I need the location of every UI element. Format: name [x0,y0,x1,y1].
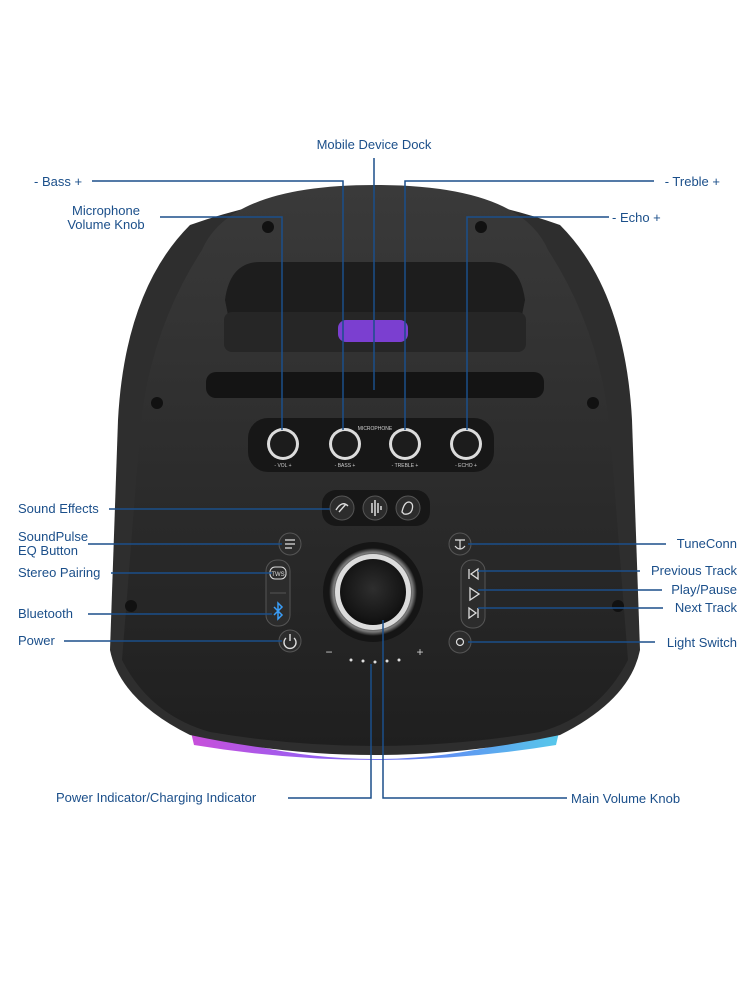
callout-lines [64,158,666,799]
microphone-text-line2: Volume Knob [67,217,145,232]
sound-effects-text: Sound Effects [18,501,99,516]
mobile-device-dock-text: Mobile Device Dock [316,137,432,152]
power-button[interactable] [278,629,302,653]
play-pause-text: Play/Pause [671,582,737,597]
sound-effect-button-2[interactable] [362,495,388,521]
leader-main-volume [382,620,567,799]
leader-microphone [160,216,283,430]
main-volume-knob[interactable] [323,542,423,642]
echo-knob[interactable] [450,428,482,460]
label-treble: - Treble + [620,175,720,189]
light-switch-button[interactable] [448,630,472,654]
soundpulse-text-line1: SoundPulse [18,529,89,544]
screw [475,221,487,233]
screw [587,397,599,409]
previous-track-text: Previous Track [651,563,737,578]
power-indicator-text: Power Indicator/Charging Indicator [56,790,257,805]
tws-icon-text: TWS [271,572,284,578]
dock-slot [206,372,544,398]
bluetooth-button[interactable] [273,601,284,621]
knob-group-label: MICROPHONE [358,426,393,432]
tuneconn-text: TuneConn [676,536,737,551]
knob-treble-label: - TREBLE + [392,463,419,469]
indicator-led [361,659,365,663]
waveform-icon [371,500,382,516]
knob-echo-label: - ECHO + [455,463,477,469]
label-main-volume-knob: Main Volume Knob [571,792,680,806]
echo-text: - Echo + [612,210,661,225]
main-volume-text: Main Volume Knob [571,791,681,806]
bluetooth-text: Bluetooth [18,606,73,621]
label-play-pause: Play/Pause [620,583,737,597]
treble-knob[interactable] [389,428,421,460]
next-track-icon [468,606,479,620]
playback-panel [460,559,486,629]
knob-panel [248,418,494,472]
volume-plus-label: + [416,645,423,659]
screw [125,600,137,612]
light-switch-text: Light Switch [666,635,737,650]
power-indicator-leds [349,658,401,664]
label-tuneconn: TuneConn [620,537,737,551]
label-power: Power [18,634,55,648]
label-stereo-pairing: Stereo Pairing [18,566,100,580]
screw [151,397,163,409]
microphone-text-line1: Microphone [72,203,140,218]
previous-track-icon [468,567,479,581]
indicator-led [397,658,401,662]
dock-glow-indicator [338,320,408,342]
bluetooth-icon [273,601,284,621]
leader-echo [466,216,609,430]
volume-minus-label: − [325,645,332,659]
tuneconn-icon [454,539,466,550]
label-microphone-volume-knob: Microphone Volume Knob [56,204,156,232]
stereo-pairing-text: Stereo Pairing [18,565,101,580]
mobile-device-dock [225,262,525,315]
treble-text: - Treble + [664,174,720,189]
previous-track-button[interactable] [468,567,479,581]
light-icon [455,637,465,647]
indicator-led [385,659,389,663]
label-soundpulse-eq-button: SoundPulse EQ Button [18,530,88,558]
sound-effect-button-3[interactable] [395,495,421,521]
led-light-strip [190,728,560,760]
play-icon [469,586,481,602]
soundpulse-eq-button[interactable] [278,532,302,556]
knob-bass-label: - BASS + [335,463,356,469]
indicator-led [349,658,353,662]
clap-icon [401,501,414,515]
sound-effect-button-1[interactable] [329,495,355,521]
label-power-indicator: Power Indicator/Charging Indicator [56,791,256,805]
sound-effect-icon [335,503,349,513]
label-light-switch: Light Switch [620,636,737,650]
next-track-text: Next Track [674,600,737,615]
screw [262,221,274,233]
bass-knob[interactable] [329,428,361,460]
label-previous-track: Previous Track [600,564,737,578]
power-icon [283,634,297,650]
leader-power-indicator [288,664,372,799]
leader-treble [404,180,654,430]
screw [612,600,624,612]
eq-icon [285,539,295,549]
bass-text: - Bass + [34,174,83,189]
knob-vol-label: - VOL + [274,463,291,469]
label-bluetooth: Bluetooth [18,607,73,621]
play-pause-button[interactable] [469,586,481,602]
leader-bass [92,180,344,430]
indicator-led [373,660,377,664]
label-bass: - Bass + [34,175,82,189]
power-text: Power [18,633,55,648]
next-track-button[interactable] [468,606,479,620]
tuneconn-button[interactable] [448,532,472,556]
microphone-volume-knob[interactable] [267,428,299,460]
label-next-track: Next Track [620,601,737,615]
label-sound-effects: Sound Effects [18,502,99,516]
label-echo: - Echo + [612,211,661,225]
label-mobile-device-dock: Mobile Device Dock [296,138,452,152]
soundpulse-text-line2: EQ Button [18,543,78,558]
